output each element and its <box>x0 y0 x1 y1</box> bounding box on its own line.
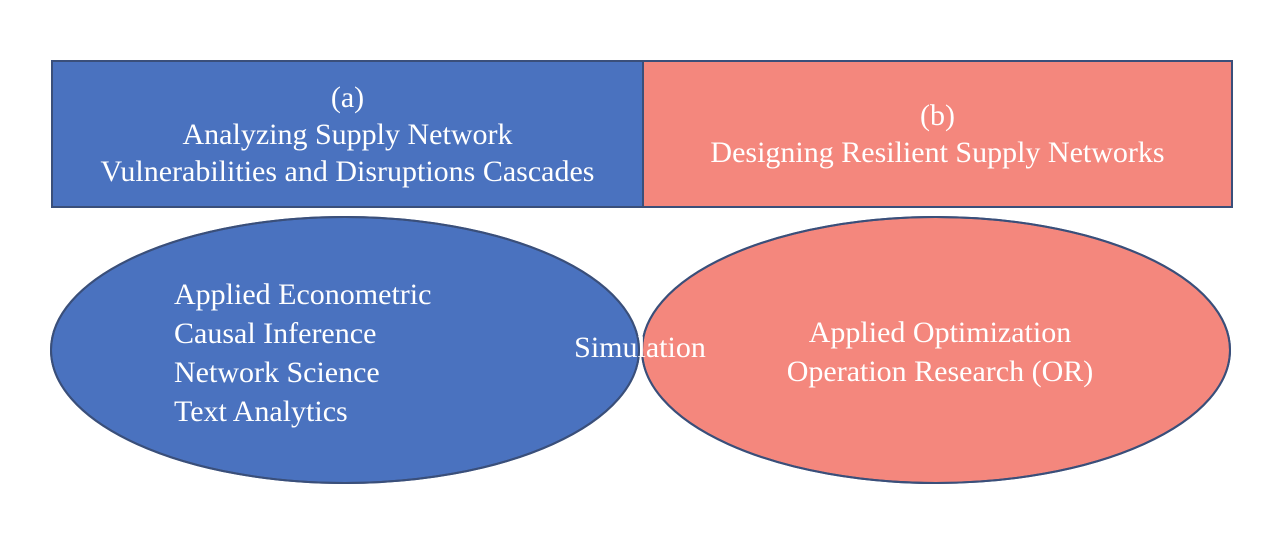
panel-b-tag: (b) <box>920 99 955 132</box>
left-method-item: Applied Econometric <box>174 278 432 311</box>
panel-b-title-line1: Designing Resilient Supply Networks <box>710 136 1165 169</box>
left-methods-list: Applied Econometric Causal Inference Net… <box>174 275 431 431</box>
overlap-method: Simulation <box>542 328 738 367</box>
right-methods-list: Applied Optimization Operation Research … <box>760 313 1120 391</box>
panel-a-title-line1: Analyzing Supply Network <box>182 117 513 151</box>
overlap-method-label: Simulation <box>574 331 706 364</box>
panel-b-designing: (b) Designing Resilient Supply Networks <box>642 60 1233 208</box>
panel-a-title-line2: Vulnerabilities and Disruptions Cascades <box>100 154 595 188</box>
panel-a-analyzing: (a) Analyzing Supply Network Vulnerabili… <box>51 60 644 208</box>
panel-a-tag: (a) <box>330 80 365 114</box>
left-ellipse-outline <box>50 216 640 484</box>
right-ellipse-outline <box>641 216 1231 484</box>
left-method-item: Text Analytics <box>174 395 348 428</box>
left-method-item: Network Science <box>174 356 380 389</box>
left-method-item: Causal Inference <box>174 317 377 350</box>
right-method-item: Applied Optimization <box>808 316 1072 349</box>
right-method-item: Operation Research (OR) <box>786 355 1094 388</box>
